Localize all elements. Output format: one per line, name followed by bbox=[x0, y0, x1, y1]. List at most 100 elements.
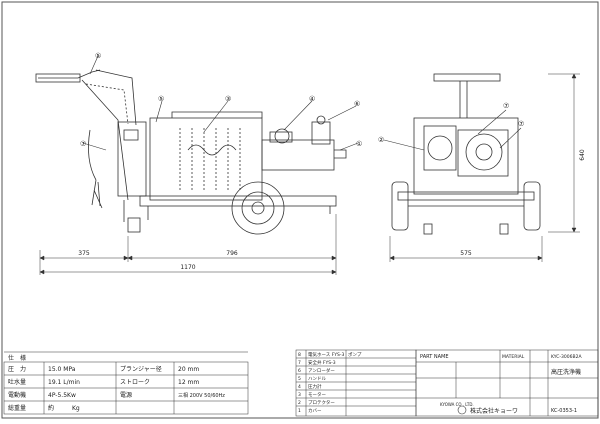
outlet-port bbox=[334, 149, 347, 159]
pump-body bbox=[261, 139, 335, 171]
spec-label-0: 圧 力 bbox=[8, 365, 26, 373]
part-no-4: 4 bbox=[298, 384, 301, 390]
part-no-0: 8 bbox=[298, 352, 301, 358]
hose-line bbox=[85, 83, 129, 125]
front-wheel-right bbox=[523, 181, 541, 231]
wheel-rim bbox=[241, 191, 275, 225]
part-name-0: 電気ホース FYS-3 bbox=[308, 351, 345, 358]
side-dim-labels: 375 796 1170 bbox=[78, 250, 238, 271]
balloon-front-top: ⑦ bbox=[503, 102, 509, 110]
parts-list bbox=[295, 349, 417, 417]
balloon-switch: ⑦ bbox=[80, 140, 86, 148]
part-name-2: アンローダー bbox=[308, 367, 335, 374]
spec-label-3: 総重量 bbox=[8, 404, 26, 412]
company-logo bbox=[457, 405, 467, 415]
handle-rod-front bbox=[81, 79, 129, 201]
front-foot-left bbox=[423, 223, 433, 235]
wheel-hub bbox=[251, 201, 265, 215]
part-name-7: カバー bbox=[308, 408, 322, 414]
spec-rows: 圧 力 15.0 MPa プランジャー径 20 mm 吐水量 19.1 L/mi… bbox=[8, 365, 225, 412]
balloon-front-left: ② bbox=[378, 136, 384, 144]
front-pump-block bbox=[423, 125, 457, 171]
cable-ends bbox=[91, 179, 103, 209]
spec-label-2: 電動機 bbox=[8, 391, 26, 399]
spec-value-3: 約 Kg bbox=[48, 404, 80, 412]
parts-rows: 8 電気ホース FYS-3 ポンプ 7 安全弁 FYS-3 6 アンローダー 5… bbox=[298, 351, 362, 414]
side-balloons: ⑤ ⑦ ⑤ ③ ④ ⑥ ① bbox=[80, 52, 362, 148]
front-dimensions bbox=[389, 73, 580, 262]
title-block-text: PART NAME MATERIAL KYC-3006B2A 高圧洗浄機 KC-… bbox=[420, 354, 582, 415]
spec-label-1: 吐水量 bbox=[8, 378, 26, 386]
spec-value2-0: 20 mm bbox=[178, 366, 199, 373]
front-wheel-left bbox=[391, 181, 409, 231]
motor-top bbox=[171, 111, 263, 118]
coil-symbol bbox=[187, 144, 237, 156]
spec-label2-1: ストローク bbox=[120, 379, 150, 386]
front-frame bbox=[413, 117, 519, 195]
model-number: KYC-3006B2A bbox=[551, 354, 582, 360]
handle-rod-back bbox=[95, 69, 137, 126]
dim-796: 796 bbox=[226, 250, 238, 257]
front-motor-circle bbox=[465, 133, 503, 171]
dim-1170: 1170 bbox=[180, 264, 195, 271]
header-material: MATERIAL bbox=[502, 354, 525, 360]
front-motor-shaft bbox=[475, 143, 493, 161]
balloon-pump: ⑥ bbox=[354, 100, 360, 108]
balloon-motor: ③ bbox=[225, 95, 231, 103]
drawing-number: KC-0353-1 bbox=[551, 408, 577, 414]
side-leaders bbox=[82, 55, 359, 151]
spec-label2-2: 電源 bbox=[120, 391, 132, 399]
side-view bbox=[35, 69, 347, 235]
wheel-outer bbox=[231, 181, 285, 235]
cable-curve bbox=[88, 129, 97, 181]
spec-value2-2: 三相 200V 50/60Hz bbox=[178, 392, 225, 399]
front-motor-block bbox=[457, 129, 509, 177]
motor-housing bbox=[149, 117, 263, 201]
part-name-5: モーター bbox=[308, 391, 326, 398]
motor-fins bbox=[179, 128, 241, 192]
front-handle-bar bbox=[433, 73, 501, 82]
pump-manifold bbox=[269, 131, 293, 143]
balloon-front-right: ⑦ bbox=[518, 120, 524, 128]
balloon-handle: ⑤ bbox=[95, 52, 101, 60]
base-frame bbox=[139, 195, 337, 207]
front-foot-right bbox=[499, 223, 509, 235]
dim-375: 375 bbox=[78, 250, 90, 257]
header-part-name: PART NAME bbox=[420, 354, 449, 360]
part-no-2: 6 bbox=[298, 368, 301, 374]
spec-title: 仕 様 bbox=[8, 354, 26, 362]
part-name-6: プロテクター bbox=[308, 399, 335, 406]
switch-label bbox=[123, 129, 139, 141]
front-pump-circle bbox=[427, 135, 453, 161]
switch-box bbox=[117, 121, 147, 197]
front-view bbox=[391, 73, 541, 235]
dim-640: 640 bbox=[579, 149, 586, 161]
part-no-7: 1 bbox=[298, 408, 301, 414]
unloader-cap bbox=[316, 115, 326, 125]
spec-value-2: 4P-5.5Kw bbox=[48, 392, 76, 399]
spec-table bbox=[3, 351, 249, 415]
spec-value-1: 19.1 L/min bbox=[48, 379, 80, 386]
company-name: 株式会社キョーワ bbox=[470, 407, 518, 415]
part-right-0: ポンプ bbox=[348, 351, 362, 358]
company-en: KYOWA CO., LTD. bbox=[440, 402, 474, 407]
front-foot bbox=[127, 217, 141, 233]
spec-value2-1: 12 mm bbox=[178, 379, 199, 386]
balloon-unloader: ① bbox=[356, 140, 362, 148]
balloon-motor-frame: ⑤ bbox=[158, 95, 164, 103]
product-name: 高圧洗浄機 bbox=[551, 368, 581, 376]
part-name-3: ハンドル bbox=[308, 377, 326, 382]
spec-label2-0: プランジャー径 bbox=[120, 365, 162, 373]
part-no-5: 3 bbox=[298, 392, 301, 398]
side-dimensions bbox=[39, 214, 337, 275]
part-name-1: 安全弁 FYS-3 bbox=[308, 359, 336, 366]
front-leaders bbox=[383, 109, 522, 151]
part-no-6: 2 bbox=[298, 400, 301, 406]
dim-575: 575 bbox=[460, 250, 472, 257]
front-base bbox=[397, 191, 535, 201]
part-name-4: 圧力計 bbox=[308, 383, 322, 390]
pressure-gauge bbox=[274, 128, 290, 144]
